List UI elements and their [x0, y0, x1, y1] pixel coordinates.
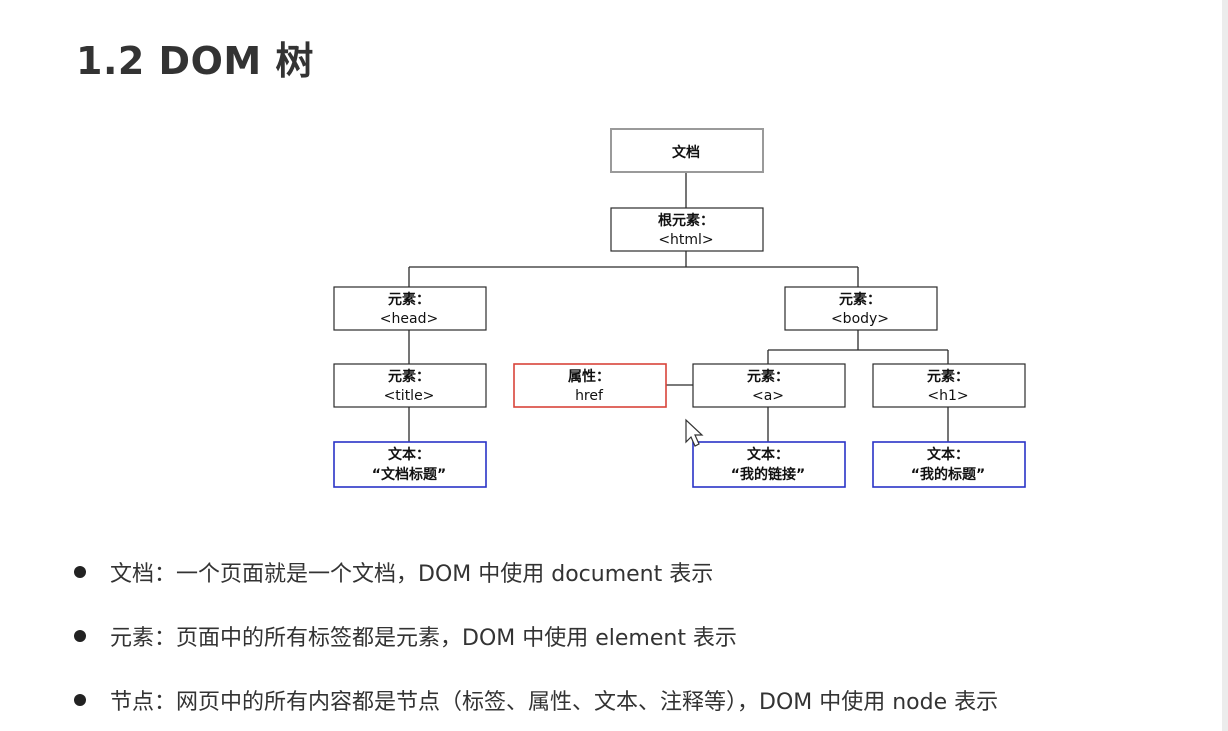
node-document: 文档 — [610, 128, 764, 173]
bullet-text: 元素：页面中的所有标签都是元素，DOM 中使用 element 表示 — [110, 626, 737, 651]
bullet-text: 文档：一个页面就是一个文档，DOM 中使用 document 表示 — [110, 562, 714, 587]
bullet-text: 节点：网页中的所有内容都是节点（标签、属性、文本、注释等），DOM 中使用 no… — [110, 690, 999, 715]
node-attr-line2: href — [575, 388, 604, 404]
node-text-h1: 文本： “我的标题” — [872, 441, 1026, 488]
mouse-pointer-icon — [685, 418, 704, 447]
node-attr-line1: 属性： — [568, 368, 610, 385]
node-text-title-line2: “文档标题” — [372, 466, 446, 483]
node-document-label: 文档 — [672, 144, 700, 161]
node-root-line1: 根元素： — [658, 212, 714, 229]
node-body-line2: <body> — [831, 311, 889, 327]
node-text-link-line1: 文本： — [747, 446, 789, 463]
node-body: 元素： <body> — [784, 286, 938, 331]
node-title-element: 元素： <title> — [333, 363, 487, 408]
node-h1-element: 元素： <h1> — [872, 363, 1026, 408]
bullet-item-node: 节点：网页中的所有内容都是节点（标签、属性、文本、注释等），DOM 中使用 no… — [74, 668, 998, 731]
node-root-line2: <html> — [658, 232, 713, 248]
node-text-link: 文本： “我的链接” — [692, 441, 846, 488]
node-head-line2: <head> — [380, 311, 438, 327]
bullet-icon — [74, 694, 86, 706]
node-body-line1: 元素： — [839, 291, 881, 308]
node-h1-line2: <h1> — [927, 388, 968, 404]
bullet-item-element: 元素：页面中的所有标签都是元素，DOM 中使用 element 表示 — [74, 604, 998, 668]
bullet-item-document: 文档：一个页面就是一个文档，DOM 中使用 document 表示 — [74, 540, 998, 604]
node-a-line2: <a> — [752, 388, 784, 404]
node-root-html: 根元素： <html> — [610, 207, 764, 252]
node-a-element: 元素： <a> — [692, 363, 846, 408]
node-title-line1: 元素： — [388, 368, 430, 385]
node-text-link-line2: “我的链接” — [731, 466, 805, 483]
node-text-title-line1: 文本： — [388, 446, 430, 463]
node-h1-line1: 元素： — [927, 368, 969, 385]
bullet-icon — [74, 566, 86, 578]
node-attribute-href: 属性： href — [513, 363, 667, 408]
node-head-line1: 元素： — [388, 291, 430, 308]
scrollbar-strip — [1222, 0, 1228, 731]
node-text-h1-line1: 文本： — [927, 446, 969, 463]
bullet-list: 文档：一个页面就是一个文档，DOM 中使用 document 表示 元素：页面中… — [74, 540, 998, 731]
slide-title: 1.2 DOM 树 — [76, 39, 314, 83]
node-text-h1-line2: “我的标题” — [911, 466, 985, 483]
bullet-icon — [74, 630, 86, 642]
node-text-title: 文本： “文档标题” — [333, 441, 487, 488]
node-a-line1: 元素： — [747, 368, 789, 385]
node-title-line2: <title> — [384, 388, 435, 404]
tree-edges — [408, 172, 949, 442]
node-head: 元素： <head> — [333, 286, 487, 331]
